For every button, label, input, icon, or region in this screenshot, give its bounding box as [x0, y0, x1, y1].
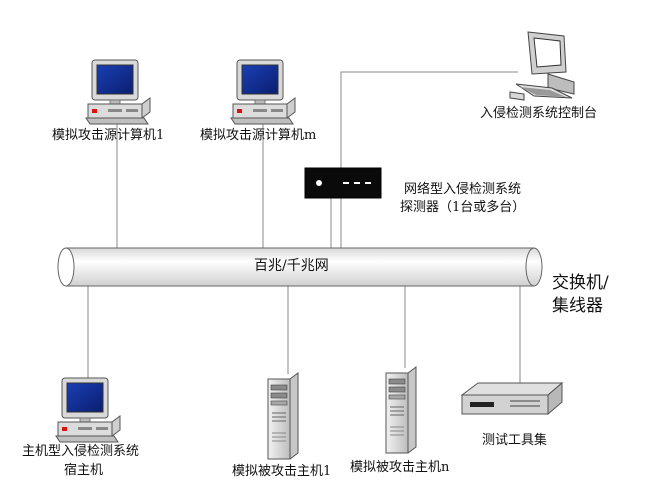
victim1-label: 模拟被攻击主机1	[232, 464, 332, 479]
attackerm-label: 模拟攻击源计算机m	[200, 128, 317, 143]
victim-server-n-icon	[385, 366, 417, 454]
network-ids-sensor-icon	[304, 167, 382, 199]
network-sensor-label-line2: 探测器（1台或多台）	[400, 200, 526, 215]
host-ids-computer-icon	[55, 377, 121, 443]
ids-console-computer-icon	[509, 31, 575, 101]
backbone-label: 百兆/千兆网	[254, 258, 329, 274]
ids-console-label: 入侵检测系统控制台	[480, 106, 598, 121]
network-sensor-label-line1: 网络型入侵检测系统	[404, 182, 522, 197]
backbone-pipe	[57, 247, 543, 287]
attacker-computer-1-icon	[85, 59, 151, 125]
connection-lines	[87, 71, 521, 385]
switch-label-line2: 集线器	[552, 296, 603, 316]
victimn-label: 模拟被攻击主机n	[350, 460, 450, 475]
host-ids-label-line1: 主机型入侵检测系统	[22, 444, 140, 459]
host-ids-label-line2: 宿主机	[64, 463, 104, 478]
switch-label-line1: 交换机/	[552, 273, 609, 293]
attacker-computer-m-icon	[230, 59, 296, 125]
test-tools-device-icon	[460, 381, 564, 416]
test-tools-label: 测试工具集	[482, 433, 548, 448]
attacker1-label: 模拟攻击源计算机1	[52, 128, 165, 143]
link-console	[340, 71, 518, 266]
victim-server-1-icon	[267, 372, 299, 460]
